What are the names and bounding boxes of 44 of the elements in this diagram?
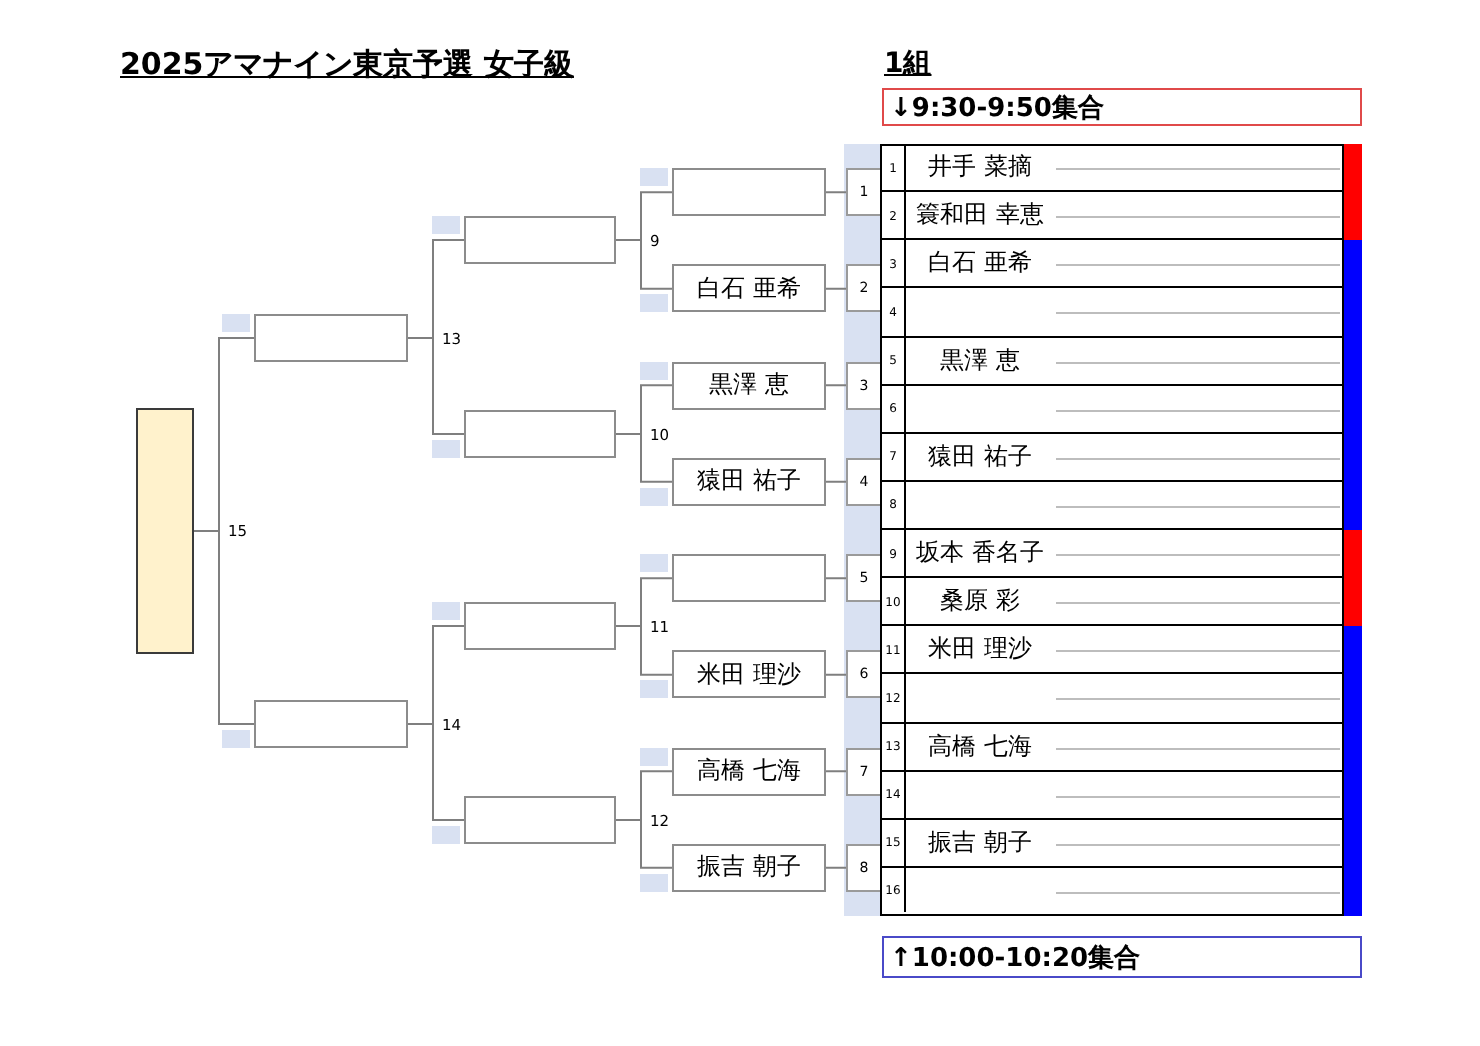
bracket-line: [825, 191, 847, 194]
bracket-line: [615, 433, 673, 483]
player-box: [464, 602, 616, 650]
player-name: 坂本 香名子: [914, 538, 1046, 567]
player-name: 米田 理沙: [926, 634, 1034, 663]
bracket-line: [825, 480, 847, 483]
bracket-line: [825, 866, 847, 869]
player-box: [464, 796, 616, 844]
bracket-line: [407, 723, 465, 821]
time-box: ↓9:30-9:50集合: [882, 88, 1362, 126]
bracket-line: [825, 770, 847, 773]
player-name: 黒澤 恵: [938, 345, 1022, 374]
player-box: 高橋 七海: [672, 747, 826, 796]
bracket-line: [615, 819, 673, 869]
player-name: 白石 亜希: [926, 248, 1034, 277]
player-box: 黒澤 恵: [672, 361, 826, 410]
player-box: [672, 554, 826, 603]
player-box: [464, 216, 616, 264]
player-name: 井手 菜摘: [926, 152, 1034, 181]
player-box: 猿田 祐子: [672, 457, 826, 506]
player-name: 簑和田 幸恵: [914, 200, 1046, 229]
player-name: 高橋 七海: [926, 731, 1034, 760]
group-heading: 1組: [884, 46, 932, 82]
player-box: 米田 理沙: [672, 650, 826, 699]
player-box: [464, 410, 616, 458]
bracket-line: [825, 384, 847, 387]
player-box: 振吉 朝子: [672, 843, 826, 892]
player-box: [254, 314, 408, 362]
time-box: ↑10:00-10:20集合: [882, 936, 1362, 978]
player-name: 猿田 祐子: [926, 441, 1034, 470]
page-title: 2025アマナイン東京予選 女子級: [120, 46, 574, 84]
champion-box: [136, 408, 194, 654]
bracket-line: [825, 577, 847, 580]
bracket-line: [825, 673, 847, 676]
bracket-line: [193, 530, 255, 725]
bracket-line: [825, 287, 847, 290]
player-name: 振吉 朝子: [926, 827, 1034, 856]
player-box: 白石 亜希: [672, 264, 826, 313]
player-name: 桑原 彩: [938, 586, 1022, 615]
bracket-line: [407, 337, 465, 435]
player-box: [254, 700, 408, 748]
player-box: [672, 168, 826, 217]
bracket-line: [615, 239, 673, 290]
bracket-line: [615, 625, 673, 676]
